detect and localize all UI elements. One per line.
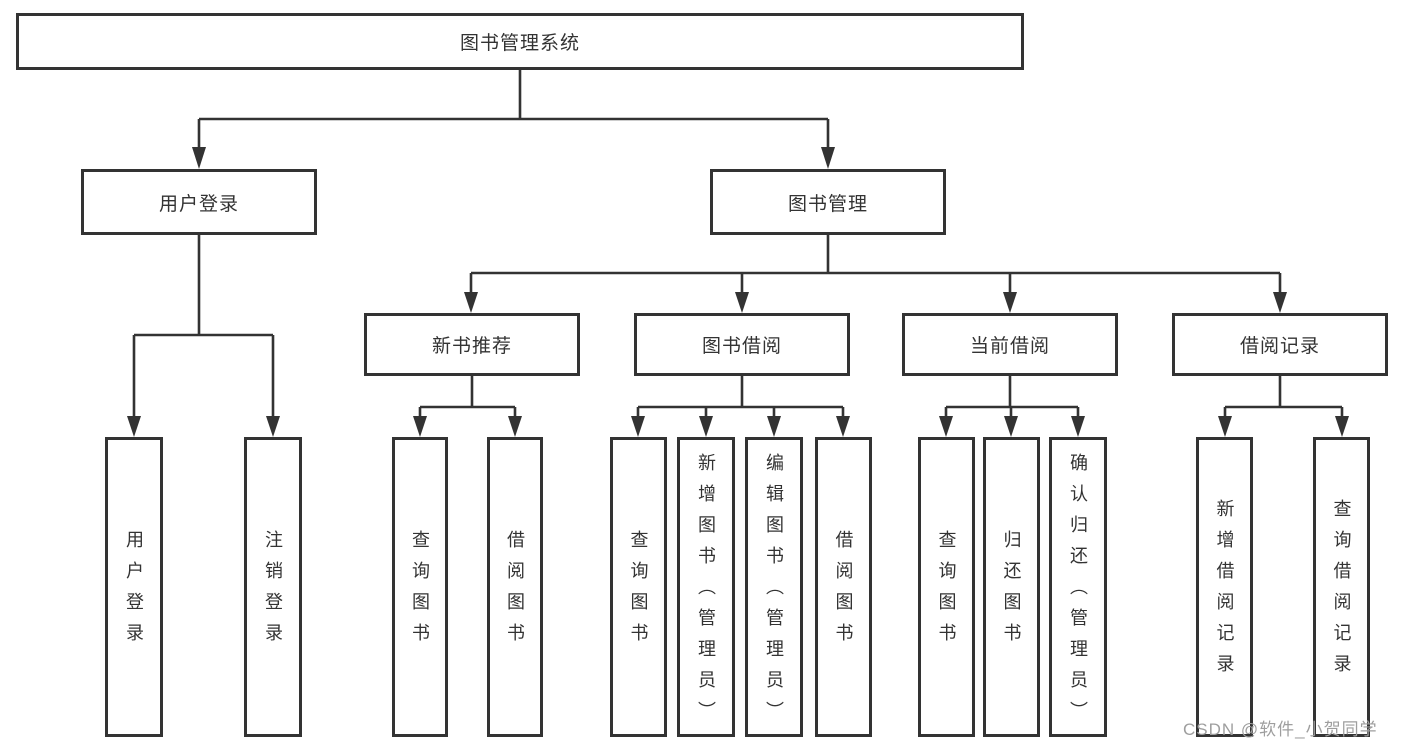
- leaf-borrow-books-recommend: 借阅图书: [487, 437, 543, 737]
- leaf-user-login: 用户登录: [105, 437, 163, 737]
- leaf-borrow-books: 借阅图书: [815, 437, 872, 737]
- node-current-borrowing: 当前借阅: [902, 313, 1118, 376]
- node-new-book-recommend: 新书推荐: [364, 313, 580, 376]
- leaf-query-borrow-record: 查询借阅记录: [1313, 437, 1370, 737]
- node-borrowing-records: 借阅记录: [1172, 313, 1388, 376]
- leaf-add-book-admin: 新增图书（管理员）: [677, 437, 735, 737]
- leaf-query-books-current: 查询图书: [918, 437, 975, 737]
- node-book-management: 图书管理: [710, 169, 946, 235]
- node-user-login: 用户登录: [81, 169, 317, 235]
- node-book-borrowing: 图书借阅: [634, 313, 850, 376]
- csdn-watermark: CSDN @软件_小贺同学: [1183, 720, 1378, 739]
- leaf-return-book: 归还图书: [983, 437, 1040, 737]
- leaf-query-books-recommend: 查询图书: [392, 437, 448, 737]
- leaf-add-borrow-record: 新增借阅记录: [1196, 437, 1253, 737]
- node-library-management-system: 图书管理系统: [16, 13, 1024, 70]
- leaf-query-books-borrow: 查询图书: [610, 437, 667, 737]
- leaf-confirm-return-admin: 确认归还（管理员）: [1049, 437, 1107, 737]
- leaf-edit-book-admin: 编辑图书（管理员）: [745, 437, 803, 737]
- leaf-logout: 注销登录: [244, 437, 302, 737]
